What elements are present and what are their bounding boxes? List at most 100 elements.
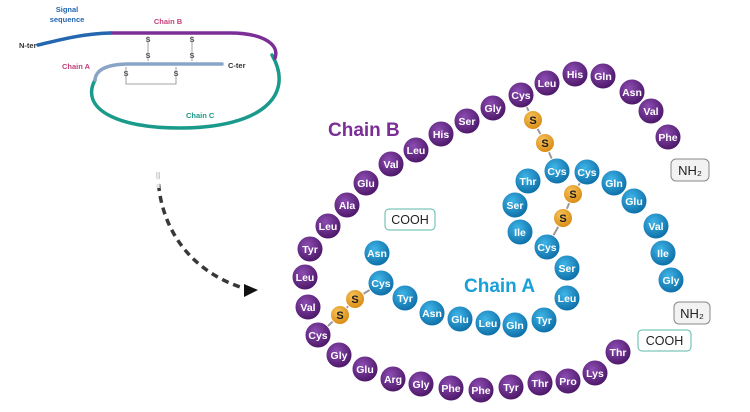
sulfur-atom: S [553, 208, 573, 228]
chain-b-residue: Pro [554, 367, 582, 395]
chain-a-residue: Cys [543, 157, 571, 185]
chain-a-residue-label: Glu [625, 196, 643, 208]
chain-a-strand [93, 62, 224, 82]
chain-a-residue-label: Ile [514, 227, 526, 239]
sulfur-atom: S [330, 305, 350, 325]
chain-b-residue: Glu [352, 169, 380, 197]
chain-b-c-terminal-label: COOH [646, 334, 684, 348]
chain-b-residue-label: Phe [658, 132, 677, 144]
chain-a-residue-label: Asn [422, 308, 442, 320]
chain-b-residue-label: Ser [459, 116, 476, 128]
chain-a-residue: Ser [553, 254, 581, 282]
chain-b-n-terminal: NH₂ [670, 158, 710, 182]
chain-b-residue: His [427, 120, 455, 148]
chain-b-residue: Leu [402, 136, 430, 164]
chain-b-residue: Gly [325, 341, 353, 369]
signal-sequence-label-2: sequence [50, 15, 85, 24]
chain-a-c-terminal-label: COOH [391, 213, 429, 227]
chain-a-residue: Gln [501, 311, 529, 339]
c-ter-label: C-ter [228, 61, 246, 70]
chain-b-residue: Val [377, 150, 405, 178]
chain-a-residue: Ser [501, 191, 529, 219]
chain-a-residue-label: Gln [605, 178, 623, 190]
chain-b-residue: Thr [526, 369, 554, 397]
sulfur-atom-label: S [529, 115, 536, 127]
chain-a-residue-label: Ile [657, 248, 669, 260]
chain-b-residue-label: Thr [532, 378, 549, 390]
chain-b-n-terminal-label: NH₂ [678, 163, 702, 178]
chain-a-n-terminal-label: NH₂ [680, 306, 704, 321]
s-label: S [123, 69, 128, 78]
chain-a-c-terminal: COOH [384, 208, 436, 231]
s-label: S [189, 35, 194, 44]
chain-b-residue: Leu [291, 263, 319, 291]
chain-b-residue-label: Phe [441, 383, 460, 395]
overview-chain-b-label: Chain B [154, 17, 183, 26]
overview-disulfide-bonds [125, 36, 193, 85]
chain-b-residue: Ser [453, 107, 481, 135]
chain-a-residue-label: Ser [507, 200, 524, 212]
chain-b-residue: Phe [437, 374, 465, 402]
chain-b-residue: Cys [304, 321, 332, 349]
chain-b-residue-label: His [433, 129, 450, 141]
sulfur-atom: S [535, 133, 555, 153]
chain-a-residue-label: Asn [367, 248, 387, 260]
signal-sequence-label: Signal [56, 5, 79, 14]
chain-b-residue: Cys [507, 81, 535, 109]
chain-b-residue-label: Tyr [503, 382, 519, 394]
chain-b-residue: His [561, 60, 589, 88]
chain-a-residue: Glu [446, 305, 474, 333]
chain-b-residue-label: Gly [485, 103, 502, 115]
chain-b-residue: Tyr [497, 373, 525, 401]
chain-b-residue-label: Tyr [302, 244, 318, 256]
chain-b-residue-label: Leu [319, 221, 338, 233]
sulfur-atom-label: S [569, 189, 576, 201]
s-label: S [189, 51, 194, 60]
chain-b-residue: Val [294, 293, 322, 321]
chain-a-residue: Tyr [391, 284, 419, 312]
chain-a-residue: Val [642, 212, 670, 240]
chain-b-residue-label: Cys [511, 90, 530, 102]
s-label: S [145, 51, 150, 60]
chain-b-residue-label: Glu [356, 364, 374, 376]
chain-a: GlyIleValGluGlnCysCysThrSerIleCysSerLeuT… [363, 157, 685, 339]
chain-a-residue-label: Leu [479, 318, 498, 330]
chain-b-residue: Phe [654, 123, 682, 151]
chain-a-residue: Asn [418, 299, 446, 327]
chain-b-residue-label: Gln [594, 71, 612, 83]
chain-a-title: Chain A [464, 276, 535, 297]
chain-b-c-terminal: COOH [637, 329, 692, 352]
signal-sequence-strand [36, 31, 112, 47]
chain-b-residue-label: Glu [357, 178, 375, 190]
chain-b-residue: Leu [533, 69, 561, 97]
chain-b-residue: Gly [479, 94, 507, 122]
sulfur-atom-label: S [559, 213, 566, 225]
chain-a-residue-label: Gln [506, 320, 524, 332]
overview-chain-c-label: Chain C [186, 111, 215, 120]
chain-a-residue: Ile [506, 218, 534, 246]
chain-b-residue-label: Lys [586, 368, 604, 380]
chain-b-residue: Tyr [296, 235, 324, 263]
chain-b-residue: Lys [581, 359, 609, 387]
sulfur-atom-label: S [351, 294, 358, 306]
chain-b-residue: Thr [604, 338, 632, 366]
chain-b-residue-label: Pro [559, 376, 577, 388]
chain-a-residue: Cys [573, 158, 601, 186]
chain-a-residue-label: Glu [451, 314, 469, 326]
chain-b-residue-label: Phe [471, 385, 490, 397]
chain-a-residue-label: Val [648, 221, 663, 233]
chain-b-residue: Gly [407, 370, 435, 398]
chain-b-residue: Glu [351, 355, 379, 383]
chain-a-residue-label: Ser [559, 263, 576, 275]
chain-a-residue-label: Cys [537, 242, 556, 254]
chain-a-residue-label: Cys [547, 166, 566, 178]
proinsulin-overview: S S S S S S Signal sequence Chain B Chai… [19, 5, 281, 130]
chain-a-residue-label: Gly [663, 275, 680, 287]
s-label: S [173, 69, 178, 78]
chain-b-residue-label: Gly [413, 379, 430, 391]
chain-a-residue: Cys [367, 269, 395, 297]
sulfur-atom: S [563, 184, 583, 204]
chain-b-residue-label: Asn [622, 87, 642, 99]
